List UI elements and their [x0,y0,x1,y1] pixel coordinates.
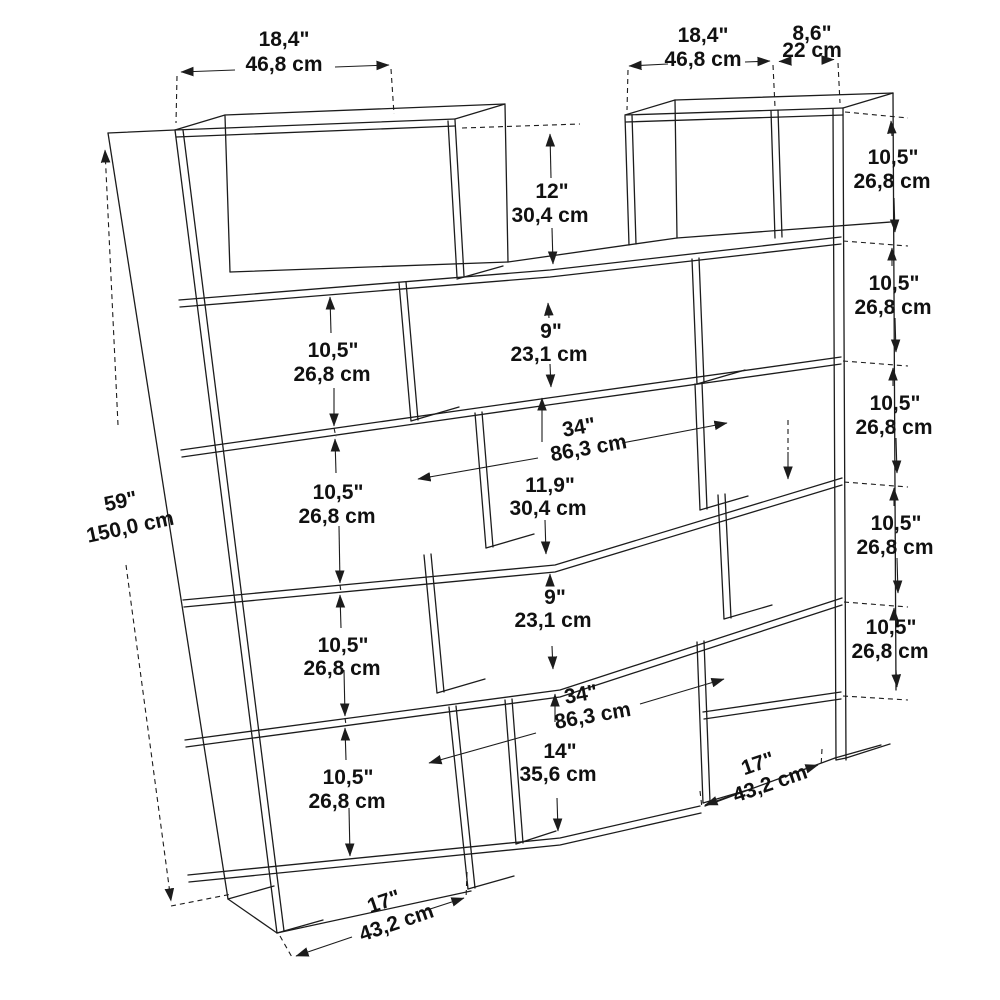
dim-right-shelf-4-in: 10,5" [871,512,922,535]
dim-right-shelf-1-cm: 26,8 cm [853,170,930,193]
dim-lower-middle-shelf-height-cm: 23,1 cm [514,609,591,632]
dim-bottom-middle-height-cm: 35,6 cm [519,763,596,786]
bookshelf-outline [107,92,897,934]
dim-top-left-width-cm: 46,8 cm [245,53,322,76]
dim-top-right-width-cm: 46,8 cm [664,48,741,71]
dimension-lines [100,55,909,960]
dim-left-shelf-2-cm: 26,8 cm [298,505,375,528]
dimension-labels: 18,4" 46,8 cm 18,4" 46,8 cm 8,6" 22 cm 5… [84,22,933,946]
dim-left-shelf-1-cm: 26,8 cm [293,363,370,386]
dim-right-shelf-2-in: 10,5" [869,272,920,295]
dim-right-shelf-2-cm: 26,8 cm [854,296,931,319]
dim-left-shelf-3-cm: 26,8 cm [303,657,380,680]
dim-middle-shelf-height-cm: 30,4 cm [509,497,586,520]
dim-upper-middle-shelf-height-cm: 23,1 cm [510,343,587,366]
dim-left-shelf-2-in: 10,5" [313,481,364,504]
dim-upper-middle-width-in: 34" [560,413,597,441]
dim-top-right-width-in: 18,4" [678,24,729,47]
dim-left-shelf-1-in: 10,5" [308,339,359,362]
dim-middle-top-height-in: 12" [535,180,568,203]
dim-bottom-middle-height-in: 14" [543,740,576,763]
dim-lower-middle-width-in: 34" [562,680,599,708]
dim-top-right-column-width-in: 8,6" [792,22,831,45]
dim-right-shelf-5-cm: 26,8 cm [851,640,928,663]
dim-right-shelf-1-in: 10,5" [868,146,919,169]
dim-total-height-cm: 150,0 cm [84,507,176,548]
dim-top-left-width-in: 18,4" [259,28,310,51]
dim-right-shelf-5-in: 10,5" [866,616,917,639]
dim-right-shelf-3-cm: 26,8 cm [855,416,932,439]
dim-right-shelf-4-cm: 26,8 cm [856,536,933,559]
dim-lower-middle-shelf-height-in: 9" [544,586,566,609]
dim-right-shelf-3-in: 10,5" [870,392,921,415]
dim-total-height-in: 59" [102,487,139,516]
dim-left-shelf-4-in: 10,5" [323,766,374,789]
dim-top-right-column-width-cm: 22 cm [782,39,842,62]
dim-middle-top-height-cm: 30,4 cm [511,204,588,227]
dim-left-shelf-4-cm: 26,8 cm [308,790,385,813]
dim-upper-middle-shelf-height-in: 9" [540,320,562,343]
dim-middle-shelf-height-in: 11,9" [525,474,575,497]
dim-left-shelf-3-in: 10,5" [318,634,369,657]
dim-upper-middle-width-cm: 86,3 cm [549,430,629,466]
